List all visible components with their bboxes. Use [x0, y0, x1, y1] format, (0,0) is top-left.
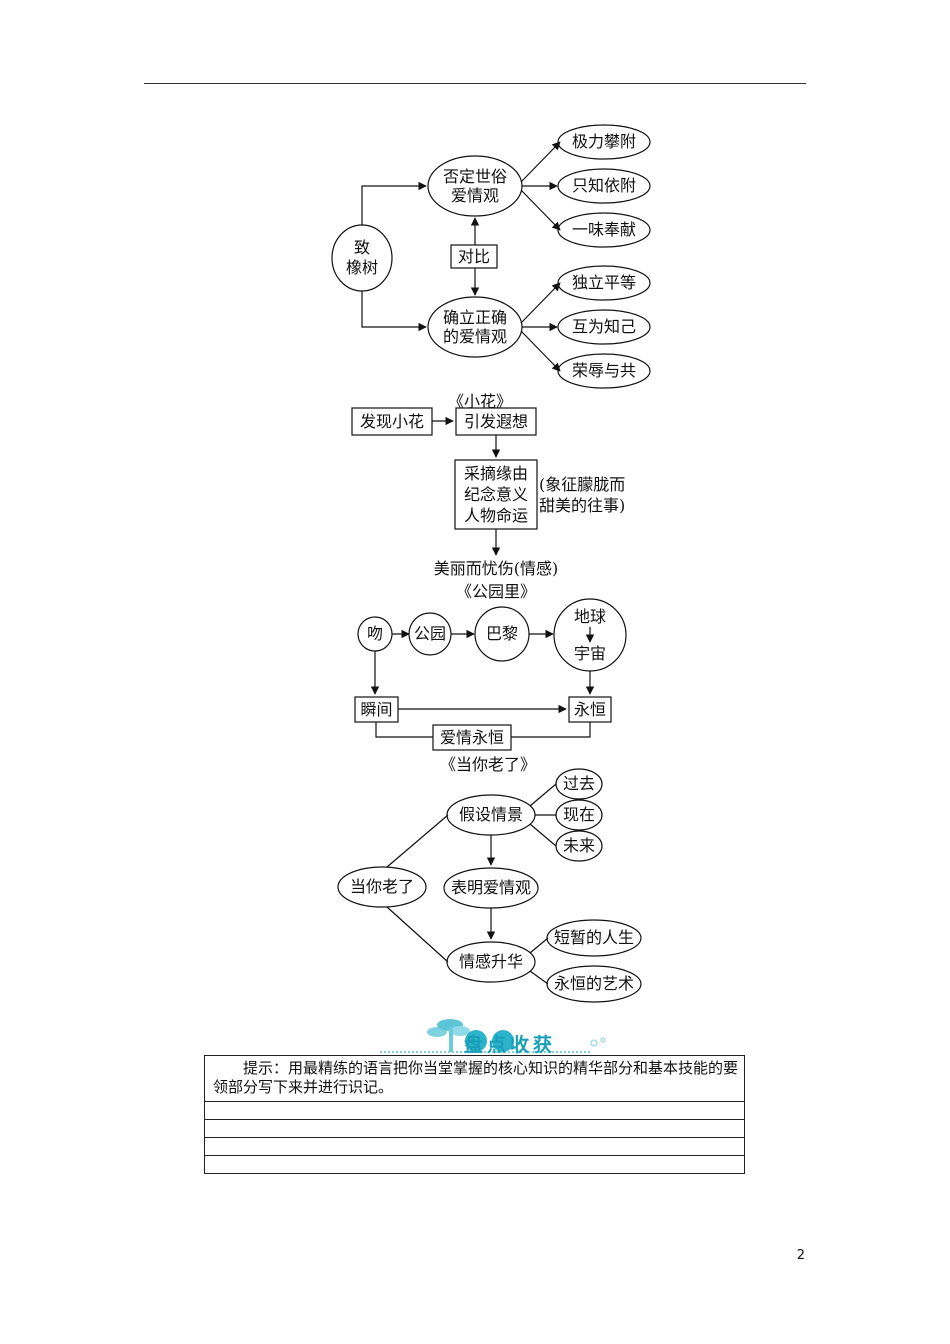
- arrow-aff-1: [520, 282, 561, 324]
- neg-item-1-label: 极力攀附: [571, 132, 636, 151]
- notes-line[interactable]: [205, 1102, 744, 1120]
- zhixiangshu-diagram: [331, 124, 651, 389]
- sublimation-label: 情感升华: [458, 952, 523, 971]
- summary-banner: 盘点收获: [464, 1034, 557, 1056]
- arrow-aff-3: [520, 330, 561, 372]
- time-future-label: 未来: [562, 836, 595, 855]
- notes-line[interactable]: [205, 1138, 744, 1156]
- time-past-label: 过去: [562, 774, 595, 793]
- negate-label: 否定世俗 爱情观: [442, 167, 507, 205]
- connector-bottom: [361, 291, 427, 332]
- banner-circle-2: [492, 1030, 514, 1052]
- node-kiss-label: 吻: [366, 624, 383, 643]
- root-node: [337, 866, 427, 908]
- node-sublimation: [446, 941, 536, 983]
- viewpoint-label: 表明爱情观: [450, 878, 531, 897]
- dangnilaole-diagram: [337, 768, 642, 1003]
- time-past: [555, 768, 603, 800]
- notes-table: 提示：用最精练的语言把你当堂掌握的核心知识的精华部分和基本技能的要领部分写下来并…: [204, 1055, 745, 1174]
- aff-item-2-label: 互为知己: [571, 317, 636, 336]
- result-label: 美丽而忧伤(情感): [433, 559, 559, 578]
- notes-line[interactable]: [205, 1156, 744, 1173]
- time-present-label: 现在: [562, 805, 595, 824]
- aff-item-2: [557, 309, 651, 345]
- page-number: 2: [796, 1248, 805, 1263]
- time-present: [555, 799, 603, 831]
- box-discover-label: 发现小花: [359, 412, 424, 431]
- box-love-eternal: [432, 724, 512, 751]
- affirm-label: 确立正确 的爱情观: [442, 308, 507, 346]
- arrow-neg-3: [520, 189, 561, 231]
- box-eternal-label: 永恒: [573, 700, 606, 719]
- aff-item-3: [557, 353, 651, 389]
- item-short-life: [546, 919, 642, 957]
- connector-top: [361, 181, 427, 225]
- aff-item-1: [557, 265, 651, 301]
- header-rule: [144, 83, 806, 84]
- notes-line[interactable]: [205, 1120, 744, 1138]
- box-reasons-label: 采摘缘由 纪念意义 人物命运: [463, 464, 528, 525]
- dangnilaole-title: 《当你老了》: [439, 755, 536, 774]
- neg-item-1: [557, 124, 651, 160]
- gongyuanli-title: 《公园里》: [455, 582, 536, 601]
- box-moment-label: 瞬间: [360, 700, 393, 719]
- contrast-box: [450, 244, 498, 269]
- neg-item-2: [557, 168, 651, 204]
- time-future: [555, 830, 603, 862]
- center-label: 致 橡树: [345, 238, 378, 277]
- box-imagine-label: 引发遐想: [463, 412, 528, 431]
- neg-item-2-label: 只知依附: [571, 176, 636, 195]
- contrast-label: 对比: [457, 247, 490, 266]
- neg-item-3-label: 一味奉献: [571, 220, 636, 239]
- box-love-eternal-label: 爱情永恒: [439, 728, 504, 747]
- node-earth-bottom-label: 宇宙: [573, 644, 606, 663]
- gongyuanli-diagram: [354, 598, 627, 751]
- neg-item-3: [557, 212, 651, 248]
- item-eternal-art: [546, 965, 642, 1003]
- node-park-label: 公园: [413, 624, 446, 643]
- banner-circle-1: [465, 1030, 487, 1052]
- aff-item-3-label: 荣辱与共: [571, 361, 636, 380]
- hypothesis-label: 假设情景: [458, 805, 523, 824]
- node-paris-label: 巴黎: [485, 624, 518, 643]
- xiaohua-title: 《小花》: [447, 392, 512, 411]
- arrow-neg-1: [520, 141, 561, 183]
- notes-hint: 提示：用最精练的语言把你当堂掌握的核心知识的精华部分和基本技能的要领部分写下来并…: [205, 1056, 744, 1102]
- root-label: 当你老了: [349, 877, 414, 896]
- aff-item-1-label: 独立平等: [571, 273, 636, 292]
- side-note: (象征朦胧而 甜美的往事): [539, 475, 626, 515]
- banner-decoration: [380, 1019, 606, 1053]
- xiaohua-diagram: [351, 407, 538, 556]
- node-earth-top-label: 地球: [573, 607, 606, 626]
- eternal-art-label: 永恒的艺术: [553, 974, 634, 993]
- short-life-label: 短暂的人生: [553, 928, 634, 947]
